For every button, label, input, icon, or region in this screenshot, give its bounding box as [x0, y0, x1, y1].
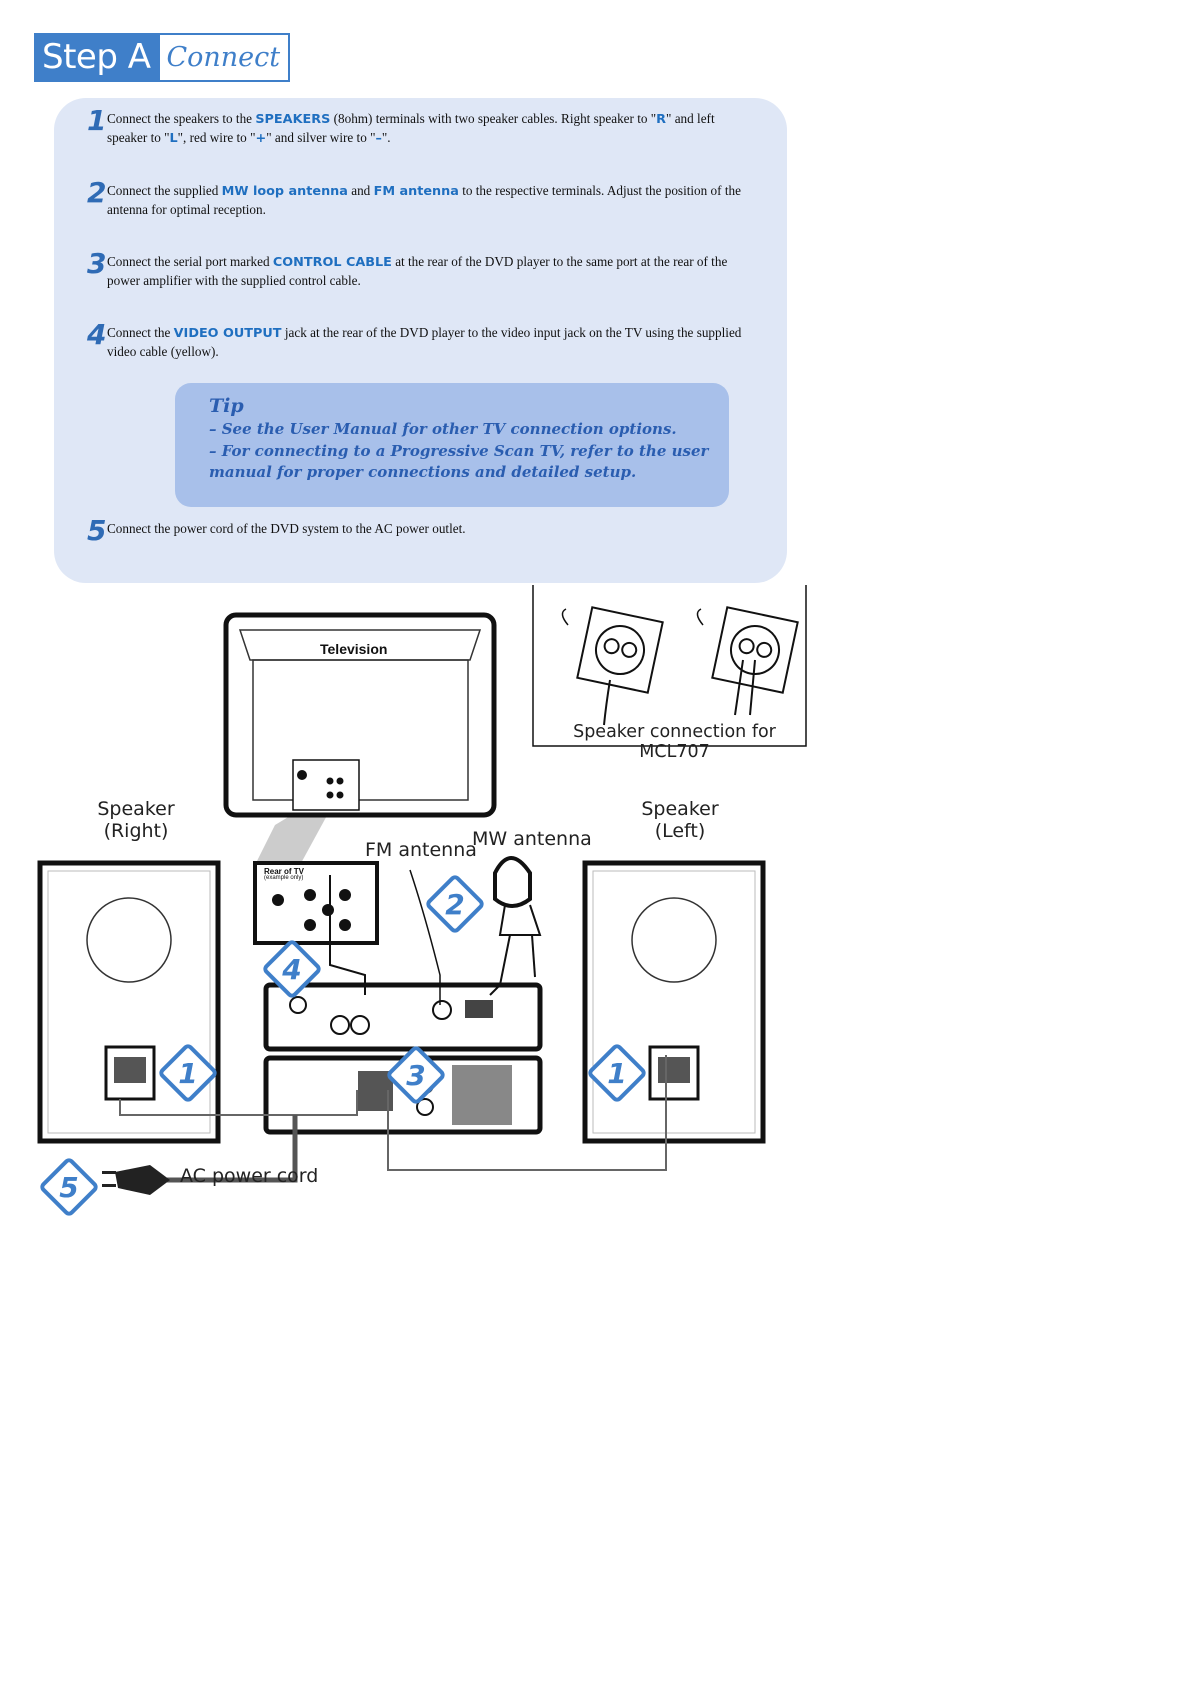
- speaker-right-label: Speaker(Right): [97, 798, 175, 842]
- step-title: Connect: [160, 35, 289, 80]
- step-label: Step A: [36, 35, 161, 80]
- instructions-panel: 1 Connect the speakers to the SPEAKERS (…: [54, 98, 787, 583]
- step-number: 2: [87, 176, 107, 209]
- step-text: Connect the VIDEO OUTPUT jack at the rea…: [107, 325, 742, 359]
- badge-5: 5: [40, 1158, 98, 1216]
- tip-line: manual for proper connections and detail…: [209, 463, 637, 481]
- step-4: 4 Connect the VIDEO OUTPUT jack at the r…: [87, 318, 747, 361]
- tip-box: Tip – See the User Manual for other TV c…: [175, 383, 729, 507]
- television-drawing: [223, 612, 497, 818]
- svg-text:1: 1: [178, 1057, 197, 1090]
- step-text: Connect the supplied MW loop antenna and…: [107, 183, 741, 217]
- svg-text:3: 3: [406, 1059, 425, 1092]
- connection-diagram: 1 2 3 4 5 1 Television Speaker connectio…: [0, 585, 1191, 1225]
- badge-3: 3: [387, 1046, 445, 1104]
- step-number: 1: [87, 104, 107, 137]
- step-2: 2 Connect the supplied MW loop antenna a…: [87, 176, 747, 219]
- step-text: Connect the serial port marked CONTROL C…: [107, 254, 728, 288]
- speaker-left-label: Speaker(Left): [641, 798, 719, 842]
- badge-1-left: 1: [588, 1044, 646, 1102]
- badge-4: 4: [263, 940, 321, 998]
- rear-of-tv-drawing: [253, 861, 379, 945]
- step-text: Connect the power cord of the DVD system…: [107, 521, 466, 536]
- speaker-connection-inset: [532, 585, 807, 747]
- step-number: 5: [87, 514, 107, 547]
- speaker-connection-label: Speaker connection for MCL707: [573, 722, 776, 762]
- tip-line: – See the User Manual for other TV conne…: [209, 420, 677, 438]
- svg-text:2: 2: [445, 888, 464, 921]
- television-label: Television: [320, 641, 388, 657]
- step-3: 3 Connect the serial port marked CONTROL…: [87, 247, 747, 290]
- svg-text:4: 4: [281, 953, 301, 986]
- badge-2: 2: [426, 875, 484, 933]
- mw-antenna-drawing: [489, 856, 542, 996]
- mw-antenna-label: MW antenna: [472, 828, 592, 850]
- dvd-player-drawing: [263, 982, 543, 1052]
- tip-title: Tip: [209, 395, 244, 417]
- fm-antenna-label: FM antenna: [365, 839, 477, 861]
- step-number: 4: [87, 318, 107, 351]
- step-text: Connect the speakers to the SPEAKERS (8o…: [107, 111, 715, 146]
- svg-text:5: 5: [59, 1171, 78, 1204]
- ac-power-cord-label: AC power cord: [180, 1165, 319, 1187]
- rear-of-tv-sublabel: (example only): [264, 875, 304, 881]
- amplifier-drawing: [263, 1055, 543, 1135]
- rear-of-tv-label: Rear of TV: [264, 867, 305, 876]
- step-1: 1 Connect the speakers to the SPEAKERS (…: [87, 104, 747, 148]
- step-5: 5 Connect the power cord of the DVD syst…: [87, 514, 747, 547]
- speaker-left-drawing: [582, 860, 766, 1144]
- tv-projection-shape: [255, 810, 330, 865]
- tip-line: – For connecting to a Progressive Scan T…: [209, 442, 709, 460]
- svg-text:1: 1: [607, 1057, 626, 1090]
- step-header: Step A Connect: [34, 33, 291, 82]
- step-number: 3: [87, 247, 107, 280]
- badge-1-right: 1: [159, 1044, 217, 1102]
- ac-plug-drawing: [102, 1165, 170, 1195]
- diagram-drawing: 1 2 3 4 5 1: [37, 585, 807, 1216]
